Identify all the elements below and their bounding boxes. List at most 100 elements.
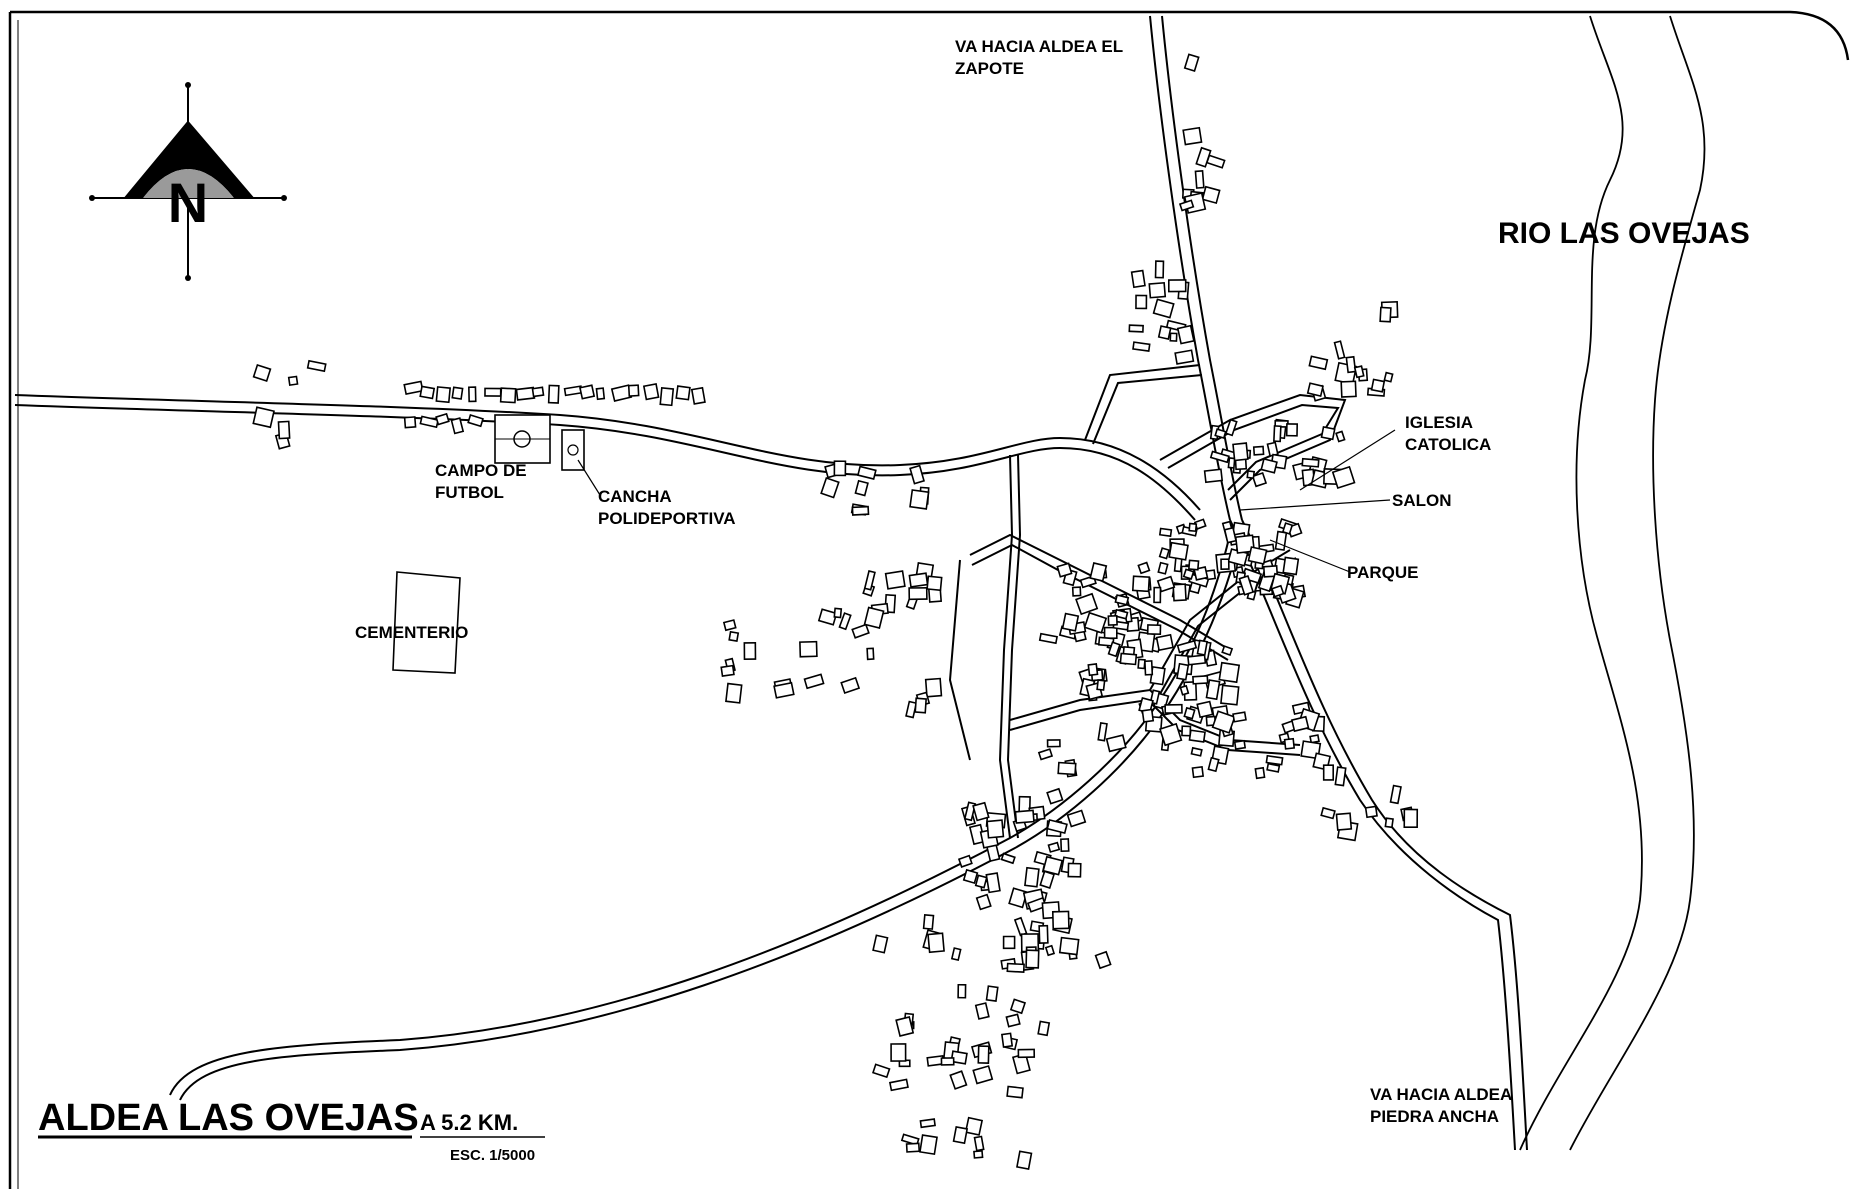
house: [1067, 862, 1082, 878]
map-scale: ESC. 1/5000: [450, 1147, 535, 1164]
house: [1046, 787, 1064, 805]
house: [962, 868, 979, 885]
house: [1192, 675, 1209, 685]
house: [1179, 684, 1190, 696]
house: [1017, 1048, 1036, 1059]
house: [1265, 754, 1284, 766]
house: [728, 630, 740, 643]
label-campo-line1: CAMPO DE: [435, 461, 527, 480]
north-letter: N: [168, 171, 208, 234]
house: [851, 623, 870, 639]
house: [1188, 522, 1198, 533]
house: [856, 465, 877, 480]
house: [773, 681, 795, 699]
house: [1016, 1150, 1033, 1170]
house: [1283, 737, 1296, 750]
house: [435, 386, 452, 404]
house: [1262, 565, 1279, 578]
house: [905, 1142, 921, 1153]
house: [1181, 725, 1192, 737]
house: [675, 385, 691, 401]
house: [306, 359, 327, 373]
house: [1233, 739, 1247, 750]
house: [927, 932, 945, 954]
house: [924, 677, 943, 698]
house: [1403, 808, 1419, 829]
house: [1094, 950, 1112, 970]
house: [974, 874, 988, 889]
house: [1075, 592, 1099, 616]
house: [908, 586, 928, 601]
house: [1005, 1013, 1021, 1028]
house: [403, 416, 417, 429]
map-title: ALDEA LAS OVEJAS: [38, 1097, 419, 1139]
house: [1154, 260, 1165, 279]
river-las-ovejas: [1519, 15, 1706, 1151]
house: [1128, 324, 1144, 333]
house: [926, 575, 943, 592]
house: [1191, 765, 1205, 779]
house: [1270, 584, 1285, 598]
house: [1246, 470, 1256, 480]
house: [863, 570, 876, 591]
house: [833, 607, 843, 619]
house: [1196, 639, 1209, 656]
house: [1158, 527, 1173, 538]
house: [1183, 53, 1200, 72]
house: [1176, 639, 1198, 654]
house: [1205, 154, 1226, 169]
house: [972, 801, 990, 822]
house: [1038, 632, 1059, 645]
house: [1211, 710, 1236, 734]
label-iglesia-line2: CATOLICA: [1405, 435, 1491, 454]
house: [1114, 594, 1130, 606]
house: [1187, 559, 1200, 571]
house: [1057, 761, 1077, 776]
house: [1238, 574, 1255, 596]
house: [1232, 442, 1249, 462]
house: [1002, 935, 1016, 950]
house: [817, 608, 838, 626]
cemetery-icon: [392, 571, 461, 674]
house: [1203, 468, 1224, 484]
house: [1331, 465, 1356, 489]
house: [872, 1063, 891, 1079]
house: [1178, 199, 1195, 212]
house: [950, 947, 962, 962]
label-campo-line2: FUTBOL: [435, 483, 504, 502]
house: [1308, 355, 1329, 371]
house: [725, 682, 743, 704]
house: [1153, 586, 1162, 604]
house: [1103, 626, 1118, 639]
house: [1083, 611, 1108, 634]
house: [1148, 281, 1167, 299]
house: [1060, 838, 1070, 853]
house: [1333, 340, 1346, 360]
house: [1309, 734, 1320, 744]
house: [277, 420, 291, 440]
house: [1119, 652, 1138, 666]
map-frame: [8, 10, 1850, 1189]
house: [1157, 561, 1169, 575]
house: [914, 697, 927, 714]
house: [986, 819, 1005, 839]
house: [1000, 1032, 1014, 1048]
house: [888, 1078, 909, 1092]
label-to-zapote-line2: ZAPOTE: [955, 59, 1024, 78]
house: [1037, 1020, 1051, 1037]
house: [1164, 703, 1183, 714]
house: [1266, 762, 1281, 773]
house: [1251, 471, 1268, 488]
house: [840, 676, 861, 695]
house: [820, 477, 840, 499]
house: [1260, 457, 1278, 474]
house: [1159, 722, 1183, 747]
house: [803, 673, 825, 690]
house: [1146, 624, 1162, 635]
house: [1220, 684, 1240, 706]
house: [484, 387, 502, 397]
house: [1014, 809, 1035, 824]
house: [450, 417, 465, 435]
house: [1247, 546, 1268, 565]
house: [1096, 679, 1106, 691]
